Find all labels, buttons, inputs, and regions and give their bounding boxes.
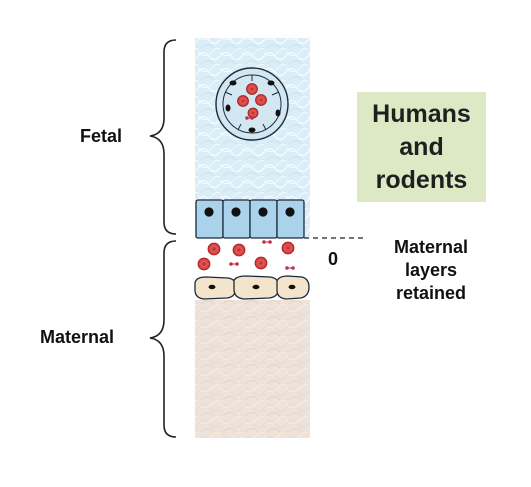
species-group-box: Humans and rodents bbox=[357, 92, 486, 202]
maternal-layers-note: Maternal layers retained bbox=[393, 237, 469, 303]
layer-count-label: 0 bbox=[328, 249, 339, 269]
maternal-tissue bbox=[195, 300, 310, 438]
fetal-capillary bbox=[215, 67, 289, 141]
maternal-red-blood-cells bbox=[197, 240, 295, 271]
fetal-label: Fetal bbox=[80, 126, 123, 146]
maternal-label: Maternal bbox=[40, 327, 115, 347]
species-group-text: Humans and rodents bbox=[372, 99, 471, 194]
fetal-red-blood-cells bbox=[237, 83, 267, 120]
maternal-brace bbox=[149, 240, 177, 438]
maternal-cell-layer bbox=[194, 275, 310, 300]
trophoblast-layer bbox=[195, 199, 305, 239]
fetal-brace bbox=[149, 39, 177, 235]
